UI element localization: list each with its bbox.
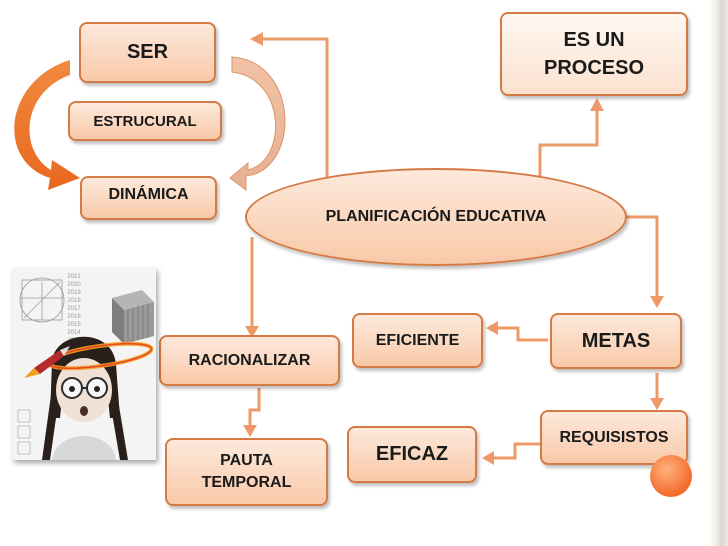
sketch-figure bbox=[19, 277, 65, 323]
arrow-metas-to-eficiente bbox=[496, 326, 548, 342]
arrow-center-to-metas bbox=[618, 215, 659, 298]
node-eficiente-label: EFICIENTE bbox=[375, 331, 460, 349]
node-estrucural-label: ESTRUCURAL bbox=[93, 112, 197, 130]
arrowhead-metas bbox=[650, 296, 664, 308]
node-pauta-temporal-line2: TEMPORAL bbox=[201, 474, 292, 491]
node-metas-label: METAS bbox=[581, 329, 651, 352]
node-racionalizar: RACIONALIZAR bbox=[159, 335, 340, 386]
node-es-un-proceso-line1: ES UN bbox=[563, 29, 625, 51]
node-estrucural: ESTRUCURAL bbox=[68, 101, 222, 141]
node-eficaz: EFICAZ bbox=[347, 426, 477, 483]
node-eficaz-label: EFICAZ bbox=[375, 443, 449, 465]
year-label-0: 2021 bbox=[67, 274, 81, 280]
year-label-3: 2018 bbox=[67, 298, 81, 304]
girl-illustration-art: 2021 2020 2019 2018 2017 2016 2015 2014 … bbox=[17, 274, 154, 460]
arrowhead-eficiente bbox=[486, 321, 498, 335]
arrow-requisistos-to-eficaz bbox=[492, 442, 540, 460]
arrow-center-to-ser bbox=[262, 37, 329, 180]
node-dinamica-label: DINÁMICA bbox=[108, 186, 189, 203]
node-es-un-proceso: ES UN PROCESO bbox=[500, 12, 688, 96]
year-label-4: 2017 bbox=[67, 306, 81, 312]
girl-illustration: 2021 2020 2019 2018 2017 2016 2015 2014 … bbox=[12, 268, 156, 460]
curved-arrow-right bbox=[229, 56, 286, 191]
arrow-racionalizar-to-pauta bbox=[248, 388, 261, 428]
node-ser-label: SER bbox=[126, 41, 169, 63]
year-label-1: 2020 bbox=[67, 282, 81, 288]
year-label-6: 2015 bbox=[67, 322, 81, 328]
node-planificacion-educativa: PLANIFICACIÓN EDUCATIVA bbox=[245, 168, 627, 266]
girl-face bbox=[56, 358, 112, 422]
grey-cube bbox=[112, 290, 154, 344]
arrowhead-pauta bbox=[243, 425, 257, 437]
slide-edge-decoration bbox=[708, 0, 728, 546]
arrowhead-proceso bbox=[590, 98, 604, 111]
arrowhead-requisistos bbox=[650, 398, 664, 410]
node-es-un-proceso-line2: PROCESO bbox=[543, 57, 645, 79]
curved-arrow-left bbox=[14, 60, 80, 190]
decorative-circle bbox=[650, 455, 692, 497]
arrow-center-to-proceso bbox=[538, 108, 599, 178]
node-metas: METAS bbox=[550, 313, 682, 369]
node-pauta-temporal: PAUTA TEMPORAL bbox=[165, 438, 328, 506]
year-label-7: 2014 bbox=[67, 330, 81, 336]
girl-glasses bbox=[61, 377, 108, 399]
rocket-icon bbox=[24, 346, 70, 378]
node-eficiente: EFICIENTE bbox=[352, 313, 483, 368]
node-ser: SER bbox=[79, 22, 216, 83]
arrowhead-racionalizar bbox=[245, 326, 259, 338]
year-label-2: 2019 bbox=[67, 290, 81, 296]
node-dinamica: DINÁMICA bbox=[80, 176, 217, 220]
year-label-5: 2016 bbox=[67, 314, 81, 320]
node-pauta-temporal-line1: PAUTA bbox=[220, 452, 273, 469]
arrowhead-eficaz bbox=[482, 451, 494, 465]
node-racionalizar-label: RACIONALIZAR bbox=[188, 351, 311, 369]
node-requisistos-label: REQUISISTOS bbox=[559, 428, 669, 446]
arrowhead-ser bbox=[250, 32, 263, 46]
node-planificacion-educativa-label: PLANIFICACIÓN EDUCATIVA bbox=[325, 208, 547, 225]
